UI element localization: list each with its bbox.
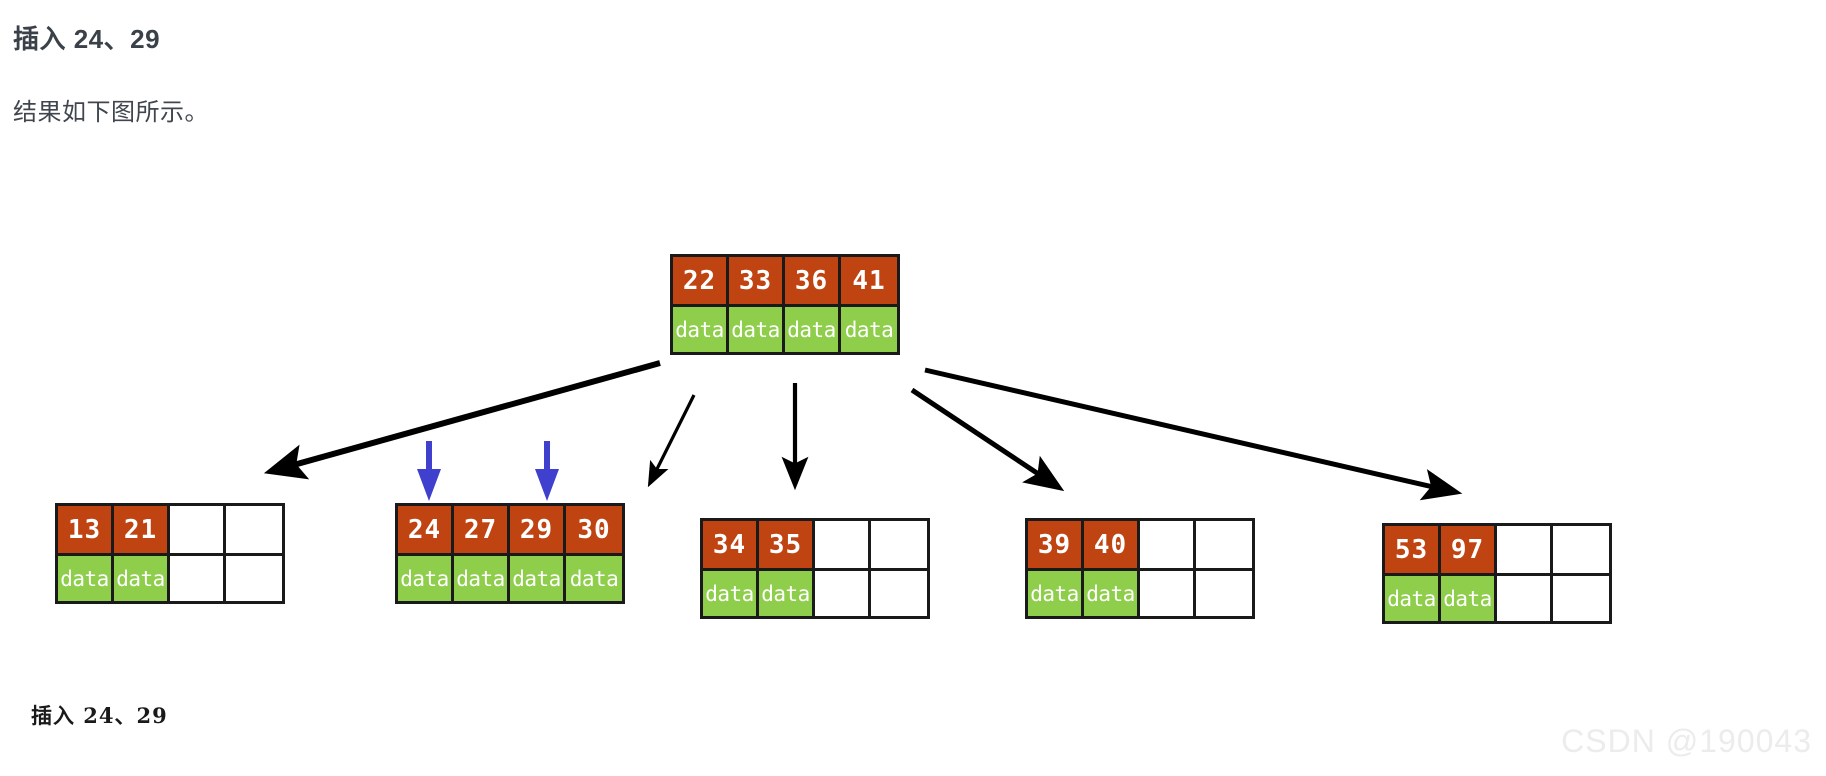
- leaf-5-key-cell-4[interactable]: [1553, 526, 1609, 573]
- root-node[interactable]: 22 33 36 41 data data data data: [670, 254, 900, 355]
- leaf-3-data-cell-4[interactable]: [871, 571, 927, 616]
- insert-marker-icon-24: [417, 441, 441, 501]
- leaf-node-2[interactable]: 24 27 29 30 data data data data: [395, 503, 625, 604]
- leaf-5-key-cell-3[interactable]: [1497, 526, 1553, 573]
- leaf-3-data-row: data data: [703, 571, 927, 616]
- leaf-4-key-cell-2[interactable]: 40: [1084, 521, 1140, 568]
- insert-marker-icon-29: [535, 441, 559, 501]
- leaf-2-data-cell-2[interactable]: data: [454, 556, 510, 601]
- pointer-arrow-2: [647, 394, 696, 488]
- leaf-2-data-row: data data data data: [398, 556, 622, 601]
- leaf-2-data-cell-4[interactable]: data: [566, 556, 622, 601]
- leaf-2-key-cell-1[interactable]: 24: [398, 506, 454, 553]
- leaf-1-key-cell-4[interactable]: [226, 506, 282, 553]
- leaf-4-key-cell-3[interactable]: [1140, 521, 1196, 568]
- pointer-arrow-5: [924, 367, 1463, 501]
- leaf-2-key-cell-3[interactable]: 29: [510, 506, 566, 553]
- leaf-5-key-row: 53 97: [1385, 526, 1609, 576]
- leaf-3-data-cell-2[interactable]: data: [759, 571, 815, 616]
- root-key-cell-4[interactable]: 41: [841, 257, 897, 304]
- leaf-2-key-cell-4[interactable]: 30: [566, 506, 622, 553]
- leaf-2-key-row: 24 27 29 30: [398, 506, 622, 556]
- leaf-4-data-cell-2[interactable]: data: [1084, 571, 1140, 616]
- leaf-node-4[interactable]: 39 40 data data: [1025, 518, 1255, 619]
- leaf-node-5[interactable]: 53 97 data data: [1382, 523, 1612, 624]
- leaf-3-key-row: 34 35: [703, 521, 927, 571]
- root-data-cell-2[interactable]: data: [729, 307, 785, 352]
- leaf-1-data-row: data data: [58, 556, 282, 601]
- leaf-4-key-row: 39 40: [1028, 521, 1252, 571]
- leaf-node-3[interactable]: 34 35 data data: [700, 518, 930, 619]
- leaf-3-key-cell-2[interactable]: 35: [759, 521, 815, 568]
- leaf-3-data-cell-3[interactable]: [815, 571, 871, 616]
- pointer-arrow-1: [263, 360, 661, 480]
- csdn-watermark: CSDN @190043: [1561, 723, 1812, 759]
- root-data-cell-1[interactable]: data: [673, 307, 729, 352]
- leaf-5-data-cell-3[interactable]: [1497, 576, 1553, 621]
- leaf-4-key-cell-1[interactable]: 39: [1028, 521, 1084, 568]
- leaf-1-data-cell-2[interactable]: data: [114, 556, 170, 601]
- leaf-1-data-cell-1[interactable]: data: [58, 556, 114, 601]
- leaf-5-data-cell-1[interactable]: data: [1385, 576, 1441, 621]
- root-data-cell-3[interactable]: data: [785, 307, 841, 352]
- leaf-1-data-cell-4[interactable]: [226, 556, 282, 601]
- leaf-3-key-cell-1[interactable]: 34: [703, 521, 759, 568]
- leaf-1-key-row: 13 21: [58, 506, 282, 556]
- leaf-4-key-cell-4[interactable]: [1196, 521, 1252, 568]
- leaf-1-key-cell-3[interactable]: [170, 506, 226, 553]
- leaf-4-data-row: data data: [1028, 571, 1252, 616]
- leaf-4-data-cell-3[interactable]: [1140, 571, 1196, 616]
- leaf-2-data-cell-1[interactable]: data: [398, 556, 454, 601]
- leaf-3-key-cell-4[interactable]: [871, 521, 927, 568]
- leaf-1-key-cell-2[interactable]: 21: [114, 506, 170, 553]
- root-data-row: data data data data: [673, 307, 897, 352]
- page-title: 插入 24、29: [13, 24, 161, 54]
- pointer-arrow-4: [910, 387, 1065, 492]
- leaf-1-key-cell-1[interactable]: 13: [58, 506, 114, 553]
- leaf-2-key-cell-2[interactable]: 27: [454, 506, 510, 553]
- root-data-cell-4[interactable]: data: [841, 307, 897, 352]
- leaf-5-data-row: data data: [1385, 576, 1609, 621]
- leaf-4-data-cell-4[interactable]: [1196, 571, 1252, 616]
- root-key-cell-3[interactable]: 36: [785, 257, 841, 304]
- leaf-5-key-cell-2[interactable]: 97: [1441, 526, 1497, 573]
- leaf-1-data-cell-3[interactable]: [170, 556, 226, 601]
- figure-caption: 插入 24、29: [31, 703, 168, 728]
- leaf-5-data-cell-4[interactable]: [1553, 576, 1609, 621]
- leaf-4-data-cell-1[interactable]: data: [1028, 571, 1084, 616]
- leaf-2-data-cell-3[interactable]: data: [510, 556, 566, 601]
- root-key-row: 22 33 36 41: [673, 257, 897, 307]
- leaf-5-data-cell-2[interactable]: data: [1441, 576, 1497, 621]
- leaf-3-data-cell-1[interactable]: data: [703, 571, 759, 616]
- article-paragraph: 结果如下图所示。: [13, 99, 209, 126]
- leaf-node-1[interactable]: 13 21 data data: [55, 503, 285, 604]
- leaf-5-key-cell-1[interactable]: 53: [1385, 526, 1441, 573]
- leaf-3-key-cell-3[interactable]: [815, 521, 871, 568]
- root-key-cell-2[interactable]: 33: [729, 257, 785, 304]
- root-key-cell-1[interactable]: 22: [673, 257, 729, 304]
